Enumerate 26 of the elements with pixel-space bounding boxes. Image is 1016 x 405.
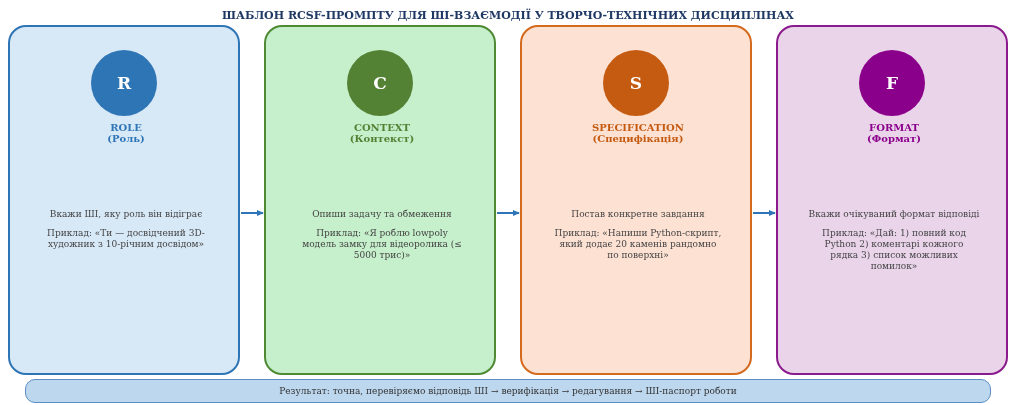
arrow [752,210,776,216]
step-panel [264,25,496,375]
letter-circle: F [859,50,925,116]
step-heading: ROLE (Роль) [106,122,146,144]
example-text: Приклад: «Я роблю lowpoly модель замку для відеоролика (≤ 5000 трис)» [301,228,463,261]
example-text: Приклад: «Дай: 1) повний код Python 2) коментарі кожного рядка 3) список можливих помилок» [821,228,967,272]
letter-circle: S [603,50,669,116]
step-panel [8,25,240,375]
step-panel [520,25,752,375]
step-heading: SPECIFICATION (Специфікація) [591,122,685,144]
step-heading: FORMAT (Формат) [866,122,922,144]
result-bar [25,379,991,403]
example-text: Приклад: «Ти — досвідчений 3D-художник з 10-річним досвідом» [46,228,206,250]
step-instruction: Вкажи очікуваний формат відповіді [807,209,981,220]
letter-circle: R [91,50,157,116]
example-text: Приклад: «Напиши Python-скрипт, який додає 20 каменів рандомно по поверхні» [553,228,723,261]
step-instruction: Постав конкретне завдання [570,209,706,220]
result-text: Результат: точна, перевіряємо відповідь ШІ → верифікація → редагування → ШІ-паспорт роботи [279,386,737,396]
step-instruction: Вкажи ШІ, яку роль він відіграє [48,209,204,220]
step-heading: CONTEXT (Контекст) [348,122,416,144]
diagram-title: ШАБЛОН RCSF-ПРОМПТУ ДЛЯ ШІ-ВЗАЄМОДІЇ У ТВОРЧО-ТЕХНІЧНИХ ДИСЦИПЛІНАХ [221,9,795,22]
letter-circle: C [347,50,413,116]
arrow [496,210,520,216]
step-panel [776,25,1008,375]
arrow [240,210,264,216]
step-instruction: Опиши задачу та обмеження [311,209,453,220]
